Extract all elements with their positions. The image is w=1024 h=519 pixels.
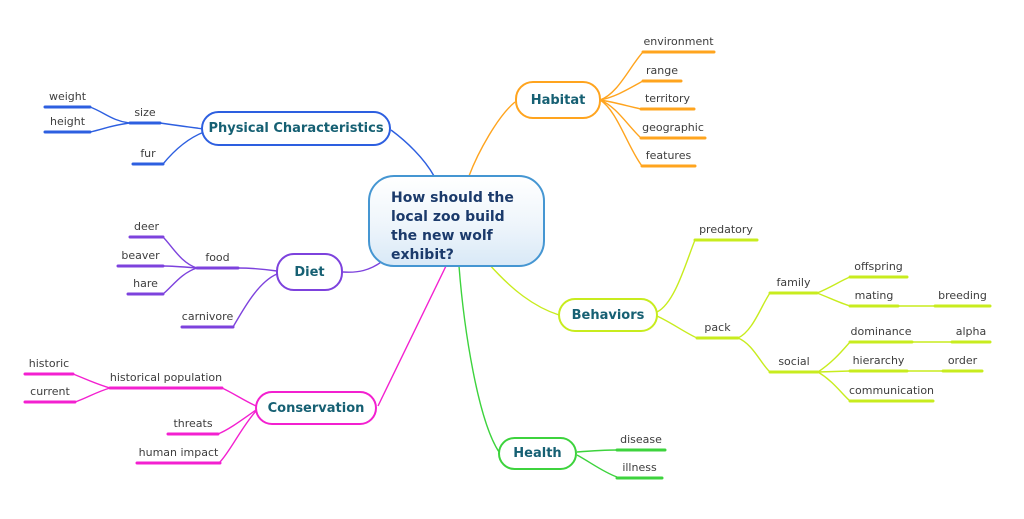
topic-behaviors[interactable]: Behaviors <box>558 298 658 332</box>
edge-central-health <box>458 265 500 453</box>
subtopic-features[interactable]: features <box>645 149 692 162</box>
edge-social-communication <box>817 371 851 402</box>
edge-central-habitat <box>468 101 516 177</box>
edge-habitat-geographic <box>599 99 642 139</box>
edge-pack-social <box>737 337 771 373</box>
subtopic-mating[interactable]: mating <box>854 289 894 302</box>
topic-conservation[interactable]: Conservation <box>255 391 377 425</box>
edge-conservation-historical-population <box>221 387 257 407</box>
subtopic-offspring[interactable]: offspring <box>854 260 903 273</box>
edge-social-dominance <box>817 341 851 373</box>
edge-behaviors-pack <box>656 315 698 339</box>
subtopic-historic[interactable]: historic <box>28 357 70 370</box>
edge-health-disease <box>576 449 618 453</box>
subtopic-threats[interactable]: threats <box>173 417 213 430</box>
edge-diet-carnivore <box>232 273 278 328</box>
edge-food-hare <box>162 267 198 295</box>
subtopic-fur[interactable]: fur <box>140 147 156 160</box>
edge-size-weight <box>89 106 131 124</box>
subtopic-alpha[interactable]: alpha <box>955 325 987 338</box>
central-topic[interactable]: How should the local zoo build the new w… <box>368 175 545 267</box>
edge-health-illness <box>576 454 618 478</box>
subtopic-historical-population[interactable]: historical population <box>109 371 223 384</box>
edge-diet-food <box>237 267 278 272</box>
topic-diet[interactable]: Diet <box>276 253 343 291</box>
edge-social-hierarchy <box>817 370 851 373</box>
subtopic-deer[interactable]: deer <box>133 220 160 233</box>
edge-historical-population-current <box>74 387 111 403</box>
edge-conservation-human-impact <box>219 410 257 463</box>
edge-habitat-features <box>599 99 643 167</box>
edge-physical-size <box>159 122 205 130</box>
edge-historical-population-historic <box>72 373 111 389</box>
subtopic-range[interactable]: range <box>646 64 678 77</box>
topic-habitat[interactable]: Habitat <box>515 81 601 119</box>
subtopic-geographic[interactable]: geographic <box>642 121 704 134</box>
subtopic-family[interactable]: family <box>776 276 811 289</box>
edge-central-behaviors <box>487 262 560 316</box>
edge-food-beaver <box>162 265 198 269</box>
edge-pack-family <box>737 292 771 339</box>
subtopic-human-impact[interactable]: human impact <box>138 446 219 459</box>
edge-family-mating <box>816 292 851 307</box>
edge-behaviors-predatory <box>656 239 696 313</box>
subtopic-territory[interactable]: territory <box>644 92 691 105</box>
topic-health[interactable]: Health <box>498 437 577 470</box>
subtopic-social[interactable]: social <box>778 355 810 368</box>
edge-physical-fur <box>162 131 205 165</box>
subtopic-environment[interactable]: environment <box>643 35 714 48</box>
edge-size-height <box>89 122 131 133</box>
subtopic-hierarchy[interactable]: hierarchy <box>852 354 905 367</box>
subtopic-beaver[interactable]: beaver <box>121 249 160 262</box>
subtopic-illness[interactable]: illness <box>622 461 657 474</box>
subtopic-food[interactable]: food <box>205 251 230 264</box>
edge-habitat-territory <box>599 99 642 110</box>
subtopic-dominance[interactable]: dominance <box>850 325 912 338</box>
subtopic-predatory[interactable]: predatory <box>699 223 753 236</box>
edge-habitat-environment <box>599 51 644 101</box>
subtopic-height[interactable]: height <box>49 115 86 128</box>
subtopic-order[interactable]: order <box>947 354 978 367</box>
subtopic-weight[interactable]: weight <box>48 90 87 103</box>
edge-central-physical <box>390 129 435 177</box>
edge-family-offspring <box>816 276 851 294</box>
subtopic-current[interactable]: current <box>30 385 70 398</box>
topic-physical-characteristics[interactable]: Physical Characteristics <box>201 111 391 146</box>
edge-conservation-threats <box>217 409 257 435</box>
edge-food-deer <box>162 236 198 269</box>
subtopic-pack[interactable]: pack <box>704 321 731 334</box>
subtopic-breeding[interactable]: breeding <box>938 289 987 302</box>
subtopic-disease[interactable]: disease <box>620 433 662 446</box>
subtopic-carnivore[interactable]: carnivore <box>181 310 234 323</box>
subtopic-size[interactable]: size <box>134 106 156 119</box>
edge-central-conservation <box>377 265 447 407</box>
edge-habitat-range <box>599 80 644 101</box>
subtopic-hare[interactable]: hare <box>133 277 158 290</box>
subtopic-communication[interactable]: communication <box>848 384 935 397</box>
